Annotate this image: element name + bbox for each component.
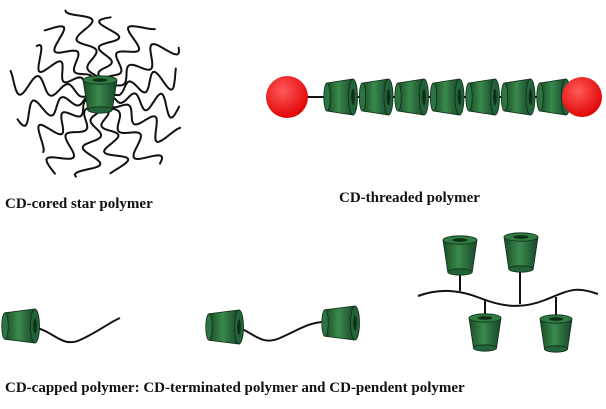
cd-cored-star-polymer bbox=[9, 9, 182, 178]
cd-terminated-polymer bbox=[1, 305, 360, 345]
threaded-polymer-caption: CD-threaded polymer bbox=[339, 190, 480, 206]
capped-polymer-caption: CD-capped polymer: CD-terminated polymer… bbox=[5, 380, 465, 396]
polymer-arm bbox=[99, 43, 180, 96]
polymer-arm bbox=[64, 9, 101, 96]
cd-pendent-polymer bbox=[417, 232, 599, 353]
threaded-cyclodextrin-icon bbox=[500, 78, 536, 116]
polymer-chain bbox=[235, 321, 325, 342]
stopper-right-icon bbox=[562, 77, 602, 117]
polymer-arm bbox=[35, 43, 101, 96]
threaded-cyclodextrin-icon bbox=[465, 78, 500, 116]
polymer-arm bbox=[16, 94, 101, 127]
pendent-cyclodextrin-icon bbox=[468, 313, 502, 352]
polymer-arm bbox=[99, 94, 182, 143]
polymer-arm bbox=[9, 69, 101, 98]
polymer-arm bbox=[99, 94, 164, 165]
polymer-chain bbox=[33, 317, 121, 344]
polymer-arm bbox=[99, 67, 177, 97]
cyclodextrin-end-icon bbox=[321, 305, 360, 341]
polymer-arm bbox=[43, 25, 101, 96]
polymer-arm bbox=[99, 92, 181, 119]
cyclodextrin-end-icon bbox=[205, 309, 244, 345]
threaded-cyclodextrin-icon bbox=[358, 78, 394, 116]
stopper-left-icon bbox=[266, 76, 308, 118]
cyclodextrin-end-icon bbox=[1, 308, 40, 344]
polymer-backbone bbox=[417, 288, 599, 307]
polymer-arm bbox=[97, 16, 121, 96]
threaded-cyclodextrin-icon bbox=[394, 78, 429, 116]
threaded-cyclodextrin-icon bbox=[323, 78, 358, 116]
pendent-cyclodextrin-icon bbox=[539, 314, 573, 353]
star-polymer-caption: CD-cored star polymer bbox=[5, 196, 153, 212]
polymer-arm bbox=[99, 94, 130, 175]
polymer-arm bbox=[73, 94, 103, 178]
pendent-cyclodextrin-icon bbox=[442, 235, 478, 276]
pendent-cyclodextrin-icon bbox=[503, 232, 539, 273]
polymer-arm bbox=[99, 25, 156, 96]
cd-threaded-polymer bbox=[266, 76, 602, 118]
threaded-cyclodextrin-icon bbox=[536, 78, 571, 116]
cyclodextrin-core-icon bbox=[82, 75, 118, 114]
polymer-arm bbox=[45, 94, 101, 175]
polymer-arm bbox=[37, 94, 101, 153]
threaded-cyclodextrin-icon bbox=[429, 78, 465, 116]
